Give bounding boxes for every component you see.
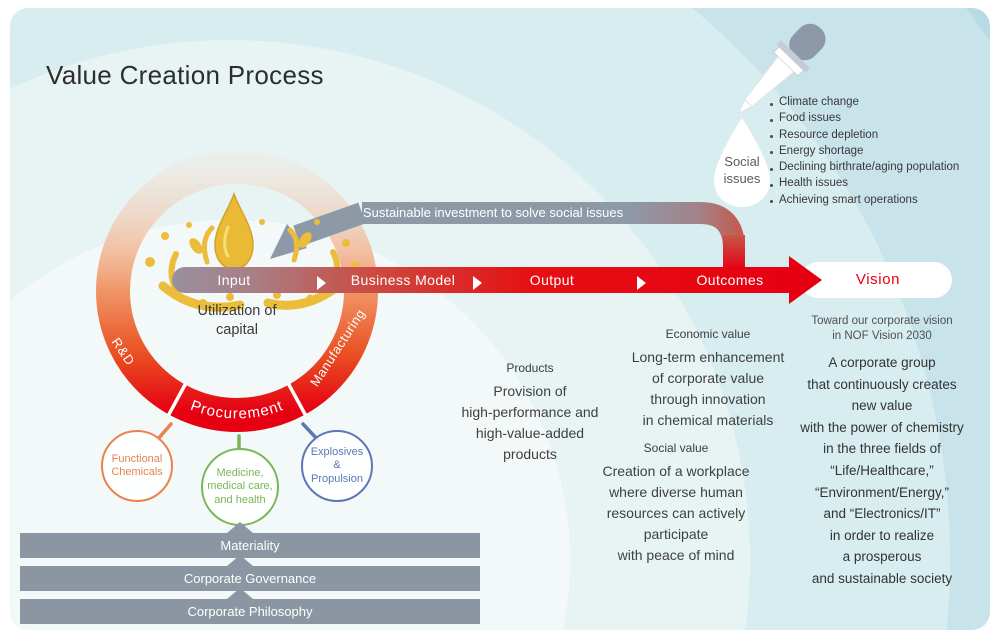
- foundation-bar-corporate-governance: Corporate Governance: [20, 566, 480, 591]
- water-drop: [714, 118, 770, 207]
- social-issue-text: Health issues: [779, 177, 849, 190]
- bullet-dot: [770, 102, 773, 106]
- social-issue-item: Declining birthrate/aging population: [770, 161, 995, 177]
- social-issue-item: Resource depletion: [770, 129, 995, 145]
- products-body: Provision of high-performance and high-v…: [461, 383, 599, 462]
- social-issue-text: Achieving smart operations: [779, 193, 918, 206]
- social-issue-text: Energy shortage: [779, 144, 864, 157]
- stage-label-business-model: Business Model: [350, 272, 456, 288]
- economic-value-header: Economic value: [665, 327, 751, 341]
- dropper-icon: [737, 23, 826, 115]
- social-issue-text: Resource depletion: [779, 128, 879, 141]
- social-issues-list: Climate change Food issues Resource depl…: [770, 96, 995, 210]
- process-arrowhead: [789, 256, 822, 304]
- stage-label-output: Output: [529, 272, 575, 288]
- bullet-dot: [770, 200, 773, 204]
- ring-divider: [286, 382, 308, 417]
- bullet-dot: [770, 183, 773, 187]
- stage-label-outcomes: Outcomes: [696, 272, 764, 288]
- field-circle-explosives-propulsion: Explosives & Propulsion: [301, 430, 373, 502]
- social-issue-item: Climate change: [770, 96, 995, 112]
- social-issue-item: Achieving smart operations: [770, 194, 995, 210]
- stage-separator-icon: [317, 276, 326, 290]
- vision-body: A corporate group that continuously crea…: [800, 355, 964, 586]
- vision-subtitle: Toward our corporate vision in NOF Visio…: [811, 315, 953, 342]
- dropper-bulb: [789, 23, 826, 61]
- bullet-dot: [770, 167, 773, 171]
- utilization-of-capital-label: Utilization of capital: [197, 303, 277, 338]
- ring-divider: [166, 382, 188, 417]
- social-issues-pipe: [723, 235, 745, 269]
- social-issue-item: Health issues: [770, 177, 995, 193]
- dropper-tip: [737, 98, 753, 115]
- foundation-bar-corporate-philosophy: Corporate Philosophy: [20, 599, 480, 624]
- field-circle-medicine-health: Medicine, medical care, and health: [201, 448, 279, 526]
- social-issues-drop-label: Social issues: [723, 154, 761, 186]
- capital-drop: [214, 191, 254, 270]
- social-issue-text: Climate change: [779, 96, 859, 108]
- products-block: Products Provision of high-performance a…: [410, 361, 650, 465]
- social-value-body: Creation of a workplace where diverse hu…: [602, 463, 750, 563]
- social-value-block: Social value Creation of a workplace whe…: [556, 441, 796, 566]
- capital-drop-highlight: [223, 225, 230, 258]
- stage-label-vision: Vision: [855, 271, 901, 288]
- foundation-up-arrow: [227, 555, 253, 566]
- stage-label-input: Input: [217, 272, 251, 288]
- foundation-bar-materiality: Materiality: [20, 533, 480, 558]
- dropper-collar: [777, 40, 810, 73]
- vision-block: Toward our corporate vision in NOF Visio…: [770, 314, 994, 590]
- products-header: Products: [506, 361, 554, 375]
- investment-arrow-label: Sustainable investment to solve social i…: [362, 205, 624, 220]
- stage-separator-icon: [473, 276, 482, 290]
- social-issue-item: Energy shortage: [770, 145, 995, 161]
- stage-separator-icon: [637, 276, 646, 290]
- flame-droplets: [145, 219, 359, 307]
- foundation-up-arrow: [227, 522, 253, 533]
- page-title: Value Creation Process: [46, 60, 324, 90]
- economic-value-block: Economic value Long-term enhancement of …: [588, 327, 828, 431]
- field-connector-orange: [156, 422, 173, 441]
- foundation-up-arrow: [227, 588, 253, 599]
- social-value-header: Social value: [643, 441, 709, 455]
- social-issue-text: Declining birthrate/aging population: [779, 161, 960, 174]
- bullet-dot: [770, 135, 773, 139]
- background-rings: [10, 8, 990, 630]
- social-issue-text: Food issues: [779, 112, 842, 125]
- bullet-dot: [770, 151, 773, 155]
- bullet-dot: [770, 118, 773, 122]
- social-issue-item: Food issues: [770, 112, 995, 128]
- economic-value-body: Long-term enhancement of corporate value…: [631, 349, 785, 428]
- vision-pill: [800, 262, 952, 298]
- field-circle-functional-chemicals: Functional Chemicals: [101, 430, 173, 502]
